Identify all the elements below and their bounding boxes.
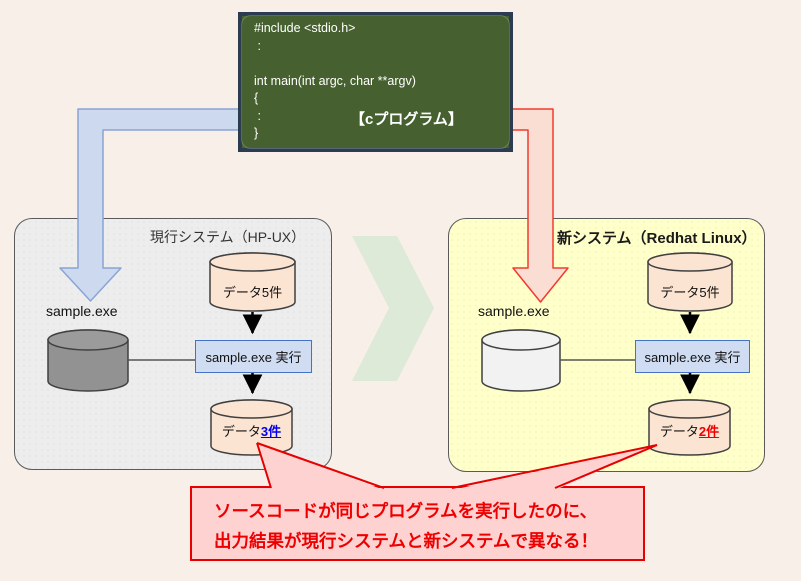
legacy-input-db-cylinder-icon [209,252,296,312]
code-block-caption: 【cプログラム】 [350,111,463,128]
new-output-db-prefix: データ [659,424,699,439]
code-line: { [254,91,259,105]
callout-text: ソースコードが同じプログラムを実行したのに、 出力結果が現行システムと新システム… [214,496,598,556]
code-line: : [254,108,261,123]
callout-tail-left [256,442,385,490]
legacy-exe-cylinder-icon [47,329,129,392]
code-block-background [242,16,509,148]
legacy-output-db-cylinder-icon [210,399,293,456]
c-program-code-block: #include <stdio.h> : int main(int argc, … [238,12,513,152]
new-exec-box: sample.exe 実行 [635,340,750,373]
new-input-db-label: データ5件 [660,285,720,300]
callout-line-1: ソースコードが同じプログラムを実行したのに、 [214,501,598,521]
code-line: #include <stdio.h> [254,21,356,35]
legacy-exec-box: sample.exe 実行 [195,340,312,373]
callout-line-2: 出力結果が現行システムと新システムで異なる！ [214,531,598,551]
legacy-output-db-count: 3件 [260,424,282,439]
code-line: : [254,38,261,53]
code-line: int main(int argc, char **argv) [254,73,416,88]
legacy-exe-label: sample.exe [46,303,118,319]
code-lines: #include <stdio.h> : int main(int argc, … [254,20,416,143]
callout-tail-right [451,444,658,490]
new-exe-label: sample.exe [478,303,550,319]
legacy-output-db-label: データ3件 [211,421,292,440]
new-exe-cylinder-icon [481,329,561,392]
new-system-title: 新システム（Redhat Linux） [557,230,757,247]
transition-chevron-icon [352,236,434,381]
red-elbow-arrow [511,108,569,303]
blue-elbow-arrow [59,108,241,302]
legacy-output-db-prefix: データ [221,424,261,439]
new-output-db-label: データ2件 [649,421,730,440]
legacy-input-db-label: データ5件 [222,285,283,300]
new-input-db-cylinder-icon [647,252,733,312]
code-line [254,55,416,73]
code-block-inner-outline [241,15,510,149]
callout-box [190,486,645,561]
code-line: } [254,126,259,140]
new-output-db-count: 2件 [698,424,720,439]
legacy-system-title: 現行システム（HP-UX） [150,229,306,245]
new-output-db-cylinder-icon [648,399,731,456]
